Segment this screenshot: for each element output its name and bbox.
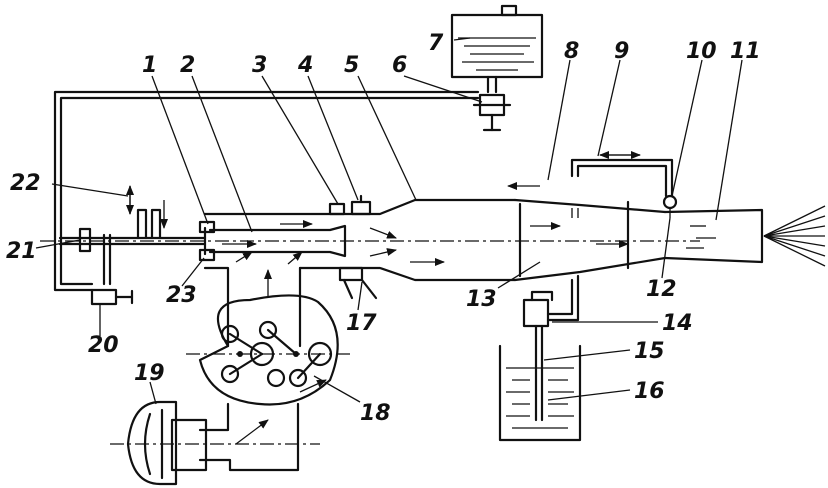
motor-19 — [126, 400, 208, 486]
label-9: 9 — [614, 39, 629, 64]
label-20: 20 — [88, 333, 119, 358]
label-19: 19 — [134, 361, 165, 386]
label-23: 23 — [166, 283, 197, 308]
label-14: 14 — [662, 311, 693, 336]
label-21: 21 — [6, 239, 37, 264]
part-labels: 1 2 3 4 5 6 7 8 9 10 11 12 13 14 15 16 1… — [6, 31, 761, 426]
label-16: 16 — [634, 379, 665, 404]
label-4: 4 — [297, 53, 313, 78]
label-11: 11 — [730, 39, 761, 64]
label-8: 8 — [564, 39, 579, 64]
label-22: 22 — [10, 171, 41, 196]
valve-20 — [90, 288, 134, 306]
label-6: 6 — [392, 53, 407, 78]
label-13: 13 — [466, 287, 497, 312]
label-2: 2 — [180, 53, 195, 78]
label-18: 18 — [360, 401, 391, 426]
spray-rays — [763, 205, 826, 267]
label-10: 10 — [686, 39, 717, 64]
label-7: 7 — [428, 31, 444, 56]
outlet-11 — [663, 208, 764, 264]
valve-6 — [472, 93, 512, 132]
label-15: 15 — [634, 339, 665, 364]
compressor-18 — [186, 294, 352, 406]
label-1: 1 — [142, 53, 157, 78]
supply-pipe — [53, 90, 480, 292]
vessel-16 — [498, 344, 582, 442]
tank-7 — [450, 4, 544, 94]
return-pipe — [507, 151, 678, 322]
diffuser-13 — [513, 198, 667, 282]
drive-shaft — [110, 402, 320, 472]
leader-lines — [35, 37, 743, 405]
label-5: 5 — [344, 53, 359, 78]
label-12: 12 — [646, 277, 677, 302]
dip-tube-14 — [522, 290, 554, 422]
label-3: 3 — [252, 53, 267, 78]
label-17: 17 — [346, 311, 377, 336]
